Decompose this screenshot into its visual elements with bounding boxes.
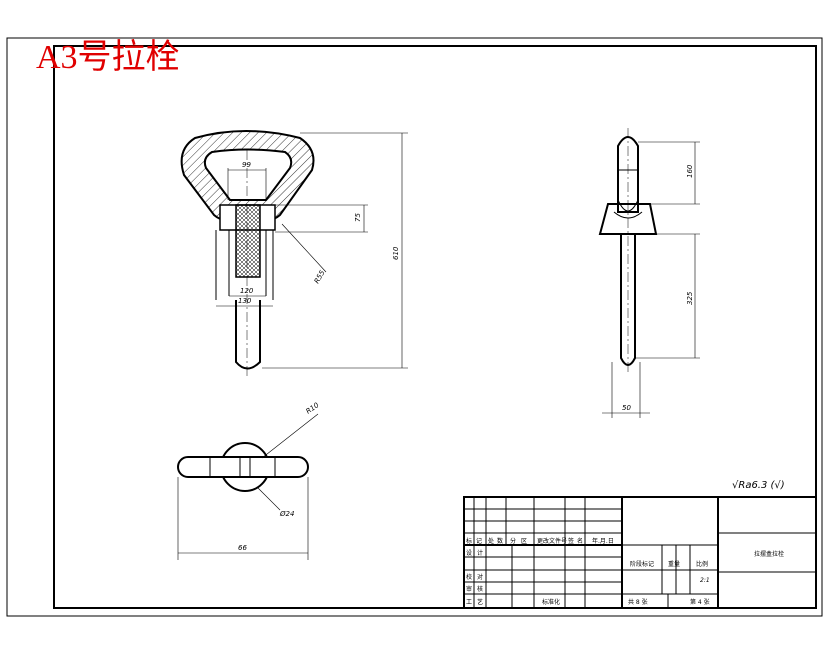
dim-r10: R10 — [305, 401, 321, 416]
tb-r6: 工 — [466, 599, 472, 606]
tb-h9: 年.月.日 — [592, 537, 614, 545]
tb-r0: 设 — [466, 549, 472, 557]
tb-h8: 名 — [577, 537, 583, 545]
tb-h7: 签 — [568, 537, 574, 545]
dim-99: 99 — [242, 161, 251, 169]
tb-stage-mark: 阶段标记 — [630, 560, 654, 568]
tb-scale: 比例 — [696, 560, 708, 568]
roughness-note: √Ra6.3 (√) — [732, 480, 785, 491]
dim-phi24: Ø24 — [279, 510, 294, 518]
inner-frame — [53, 45, 817, 609]
tb-h0: 标 — [466, 537, 472, 545]
tb-weight: 重量 — [668, 560, 680, 568]
tb-h4: 分 — [510, 537, 516, 545]
front-view: 99 75 610 R55 120 130 — [180, 130, 408, 378]
tb-r7: 艺 — [477, 598, 483, 606]
tb-part-name: 拉摆盒拉栓 — [754, 550, 784, 558]
dim-130: 130 — [238, 297, 252, 305]
eye-opening — [203, 148, 293, 201]
tb-r4: 审 — [466, 585, 472, 593]
tb-h2: 处 — [488, 537, 494, 545]
dim-66: 66 — [238, 544, 247, 552]
core-section — [235, 204, 261, 278]
top-view: R10 Ø24 66 — [177, 401, 321, 560]
dim-50: 50 — [622, 404, 631, 412]
lower-shank — [235, 300, 261, 370]
side-view: 160 325 50 — [598, 128, 700, 418]
tb-scale-value: 2:1 — [700, 577, 710, 584]
dim-120: 120 — [240, 287, 254, 295]
dim-610: 610 — [392, 246, 400, 260]
dim-75: 75 — [354, 213, 362, 222]
tb-r5: 核 — [477, 585, 483, 593]
outer-frame — [6, 37, 823, 617]
dim-325: 325 — [686, 291, 694, 305]
drawing-title: A3号拉栓 — [36, 39, 180, 76]
tb-h6: 更改文件号 — [537, 537, 567, 545]
tb-r2: 校 — [466, 573, 472, 581]
tb-h3: 数 — [497, 537, 503, 545]
tb-h1: 记 — [476, 538, 482, 545]
tb-r3: 对 — [477, 573, 483, 581]
dim-160: 160 — [686, 164, 694, 178]
tb-r1: 计 — [477, 549, 483, 557]
tb-h5: 区 — [521, 538, 527, 545]
tb-total-sheets: 共 8 张 — [628, 598, 648, 606]
tb-sheet-no: 第 4 张 — [690, 598, 710, 606]
tb-standard: 标准化 — [542, 598, 560, 606]
title-block: 标 记 处 数 分 区 更改文件号 签 名 年.月.日 设 计 校 对 审 核 … — [463, 496, 817, 609]
